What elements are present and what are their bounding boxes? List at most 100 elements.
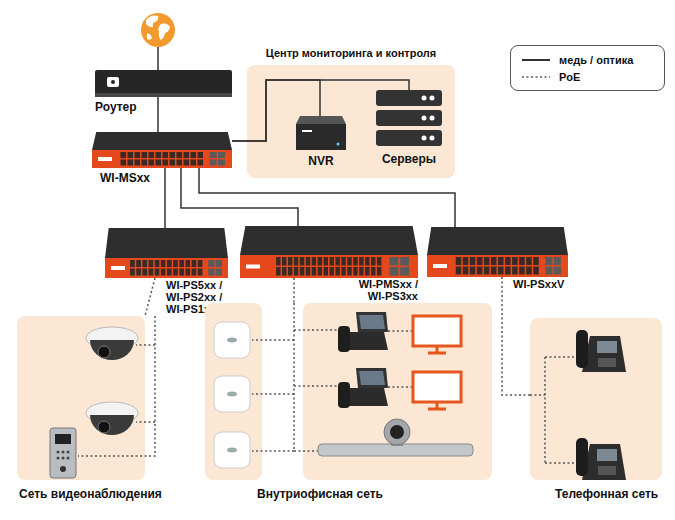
switch-art <box>142 260 147 267</box>
cable-connector <box>232 80 320 141</box>
node-label: WI-PSxxV <box>513 278 564 290</box>
switch-art <box>149 152 155 158</box>
switch-art <box>276 267 280 276</box>
node-label: Серверы <box>366 152 452 166</box>
switch-art <box>335 257 339 266</box>
server-art <box>376 90 442 146</box>
switch-art <box>484 257 490 265</box>
switch-art <box>130 269 135 276</box>
internet-globe <box>141 13 175 47</box>
switch-art <box>306 257 310 266</box>
switch-art <box>491 257 497 265</box>
legend-line-sample <box>522 59 550 61</box>
switch-art <box>324 267 328 276</box>
switch-art <box>282 267 286 276</box>
switch-art <box>371 267 375 276</box>
access-point <box>214 376 250 412</box>
poe-wiring <box>252 450 294 452</box>
door-intercom <box>62 451 65 454</box>
conference-camera <box>318 444 473 456</box>
switch-art <box>135 152 141 158</box>
switch-art <box>149 269 154 276</box>
monitoring-zone: Центр мониторинга и контроляNVRСерверы <box>247 65 455 178</box>
monitor <box>413 316 461 346</box>
switch-art <box>142 152 148 158</box>
switch-art <box>163 152 169 158</box>
video-phone <box>338 326 350 352</box>
poe-wiring <box>252 393 294 395</box>
server-art <box>376 110 442 126</box>
switch-art <box>92 132 232 150</box>
node-label: WI-PMSxx / WI-PS3xx <box>346 278 418 302</box>
switch-art <box>142 269 147 276</box>
switch-art <box>167 269 172 276</box>
switch-art <box>170 152 176 158</box>
switch-art <box>184 152 190 158</box>
video-phone <box>338 368 388 408</box>
switch-art <box>149 260 154 267</box>
switch-art <box>173 260 178 267</box>
switch-art <box>161 260 166 267</box>
switch-art <box>512 267 518 275</box>
video-phone <box>338 382 350 408</box>
switch-art <box>179 269 184 276</box>
video-phone <box>356 312 388 332</box>
switch-art <box>359 257 363 266</box>
server-art <box>422 96 427 101</box>
switch-art <box>498 267 504 275</box>
switch-art <box>128 160 134 166</box>
switch-art <box>427 227 568 277</box>
node-label: Внутриофисная сеть <box>257 487 383 501</box>
switch-art <box>470 267 476 275</box>
switch-art <box>390 257 399 266</box>
switch-art <box>191 160 197 166</box>
switch-art <box>545 257 552 265</box>
cable-connector <box>232 80 409 141</box>
internet-globe <box>147 33 152 40</box>
switch-art <box>198 260 203 267</box>
switch-art <box>142 160 148 166</box>
desk-phone <box>582 336 626 372</box>
server-rack: Серверы <box>376 90 442 146</box>
switch-art <box>288 267 292 276</box>
cable-connector <box>199 168 455 227</box>
switch-art <box>365 267 369 276</box>
switch-art <box>554 257 561 265</box>
poe-switch: WI-PSxxV <box>427 227 568 277</box>
server-art <box>376 90 442 106</box>
switch-art <box>191 152 197 158</box>
poe-wiring <box>544 357 546 463</box>
switch-art <box>341 267 345 276</box>
access-point <box>214 322 250 358</box>
desk-phone <box>597 449 617 461</box>
switch-art <box>161 269 166 276</box>
access-point <box>214 432 250 468</box>
access-point <box>227 448 237 453</box>
internet-globe <box>146 16 158 28</box>
network-zone: Сеть видеонаблюдения <box>17 316 145 480</box>
switch-art <box>365 257 369 266</box>
poe-connector <box>502 277 530 395</box>
server-art <box>422 136 427 141</box>
monitor <box>413 372 461 409</box>
desk-phone <box>576 330 626 372</box>
poe-wiring <box>545 462 576 464</box>
zone-background <box>530 318 662 480</box>
switch-art <box>324 257 328 266</box>
dome-camera <box>98 421 110 433</box>
legend-line-sample <box>521 55 551 65</box>
zone-background <box>17 316 145 480</box>
switch-art <box>98 157 112 161</box>
server-art <box>430 96 435 101</box>
internet-globe <box>157 47 159 70</box>
monitor <box>413 316 461 353</box>
switch-art <box>335 267 339 276</box>
switch-art <box>347 267 351 276</box>
door-intercom <box>57 451 60 454</box>
zone-background <box>205 303 262 480</box>
switch-art <box>163 160 169 166</box>
monitor <box>428 346 446 353</box>
router-art <box>95 70 232 97</box>
internet-globe <box>158 23 170 40</box>
switch-art <box>156 160 162 166</box>
